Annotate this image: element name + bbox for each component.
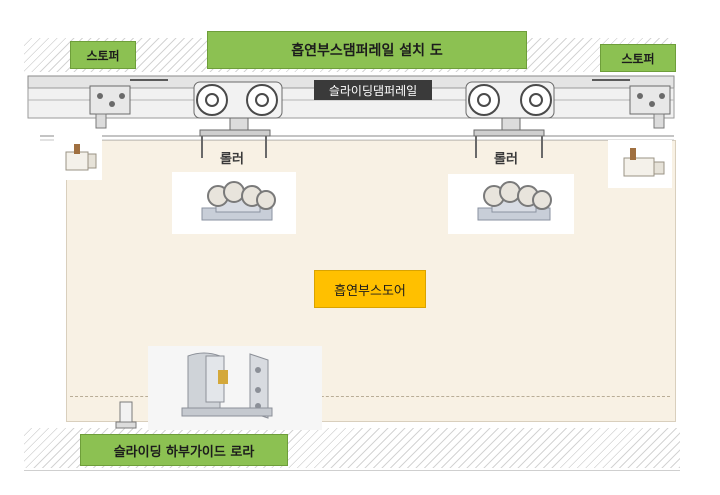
rail-label: 슬라이딩댐퍼레일 [314,80,432,100]
bottom-guide-photo [148,346,322,430]
stopper-label-right: 스토퍼 [600,44,676,72]
left-stopper-block [54,134,102,180]
right-roller-photo [448,174,574,234]
right-stopper-mechanism [592,79,671,129]
left-roller-carriage [193,81,283,158]
right-roller-carriage [465,81,555,158]
floor-line [24,470,680,471]
stopper-label-left: 스토퍼 [70,41,136,69]
roller-label-right: 롤러 [494,152,518,167]
bottom-guide-label: 슬라이딩 하부가이드 로라 [80,434,288,466]
left-stopper-mechanism [89,79,168,129]
floor-guide-pin [115,401,137,429]
door-dashed-line [70,396,670,397]
right-stopper-block [608,140,672,188]
diagram-title: 흡연부스댐퍼레일 설치 도 [207,31,527,69]
door-label: 흡연부스도어 [314,270,426,308]
left-roller-photo [172,172,296,234]
roller-label-left: 롤러 [220,152,244,167]
